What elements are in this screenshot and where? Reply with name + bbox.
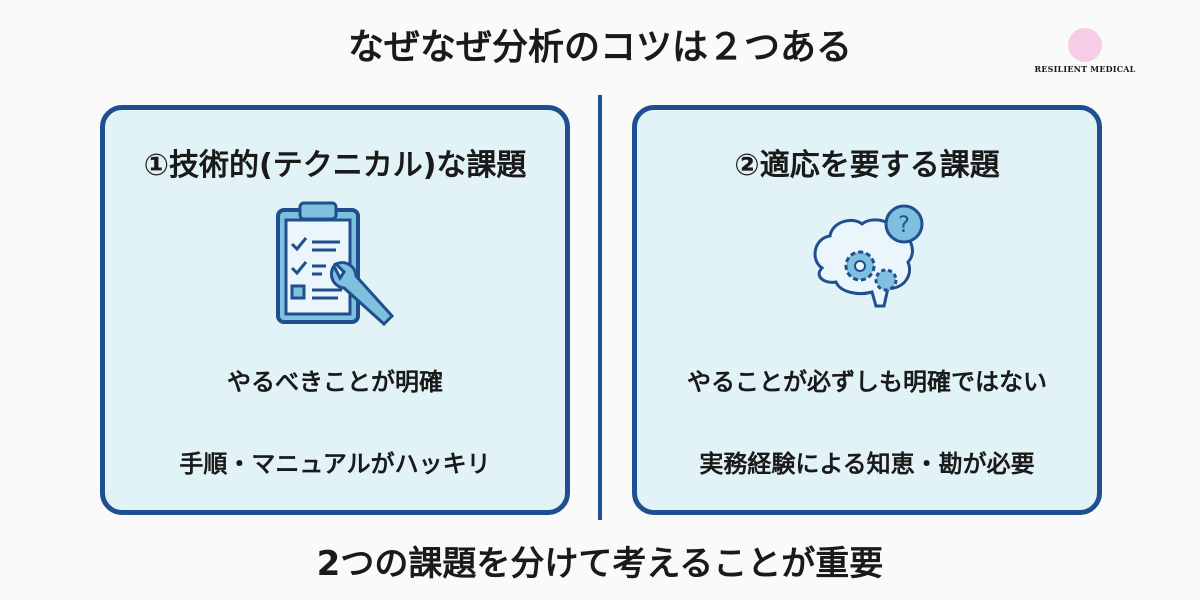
card-line: やることが必ずしも明確ではない	[687, 368, 1047, 396]
logo-name: RESILIENT MEDICAL	[1034, 64, 1136, 74]
page-title: なぜなぜ分析のコツは２つある	[347, 27, 852, 68]
adaptive-problem-card: ②適応を要する課題 ? やることが必ずしも明確ではない 実務経験による知恵・勘が…	[632, 105, 1102, 515]
svg-text:?: ?	[898, 213, 910, 238]
card-heading: ②適応を要する課題	[734, 148, 1000, 183]
brain-gears-question-icon: ?	[813, 204, 924, 308]
conclusion-text: 2つの課題を分けて考えることが重要	[316, 544, 884, 584]
clipboard-wrench-icon	[276, 201, 395, 327]
technical-problem-card: ①技術的(テクニカル)な課題 やるべきことが明確 手順・マニュアルがハッキリ	[100, 105, 570, 515]
card-line: やるべきことが明確	[227, 368, 443, 396]
logo: RESILIENT MEDICAL	[1030, 28, 1140, 74]
divider	[598, 95, 602, 520]
dove-icon	[1068, 28, 1102, 62]
card-line: 手順・マニュアルがハッキリ	[179, 450, 491, 478]
card-heading: ①技術的(テクニカル)な課題	[143, 148, 527, 183]
card-line: 実務経験による知恵・勘が必要	[699, 450, 1035, 478]
